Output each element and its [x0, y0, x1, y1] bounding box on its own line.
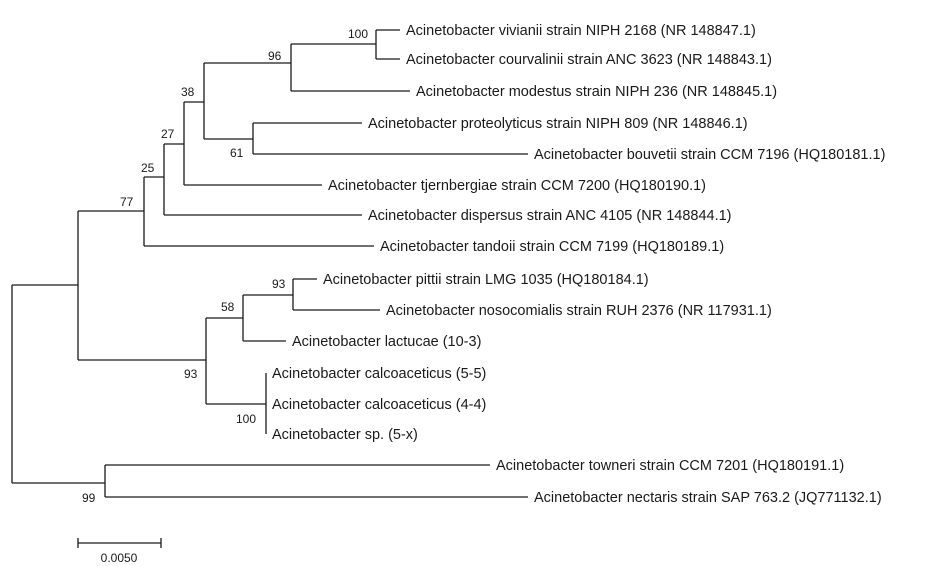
bootstrap-value: 25	[141, 161, 155, 175]
taxon-label: Acinetobacter pittii strain LMG 1035 (HQ…	[323, 272, 649, 288]
taxon-label: Acinetobacter modestus strain NIPH 236 (…	[416, 84, 777, 100]
taxon-label: Acinetobacter proteolyticus strain NIPH …	[368, 116, 748, 132]
taxon-label: Acinetobacter tandoii strain CCM 7199 (H…	[380, 239, 724, 255]
bootstrap-value: 99	[82, 491, 96, 505]
taxon-labels: Acinetobacter vivianii strain NIPH 2168 …	[272, 23, 885, 506]
tree-branches	[11, 29, 528, 498]
taxon-label: Acinetobacter calcoaceticus (5-5)	[272, 366, 486, 382]
taxon-label: Acinetobacter tjernbergiae strain CCM 72…	[328, 178, 706, 194]
taxon-label: Acinetobacter lactucae (10-3)	[292, 334, 481, 350]
bootstrap-value: 93	[184, 367, 198, 381]
bootstrap-value: 100	[348, 27, 368, 41]
bootstrap-value: 100	[236, 412, 256, 426]
bootstrap-value: 77	[120, 195, 134, 209]
taxon-label: Acinetobacter vivianii strain NIPH 2168 …	[406, 23, 756, 39]
taxon-label: Acinetobacter nectaris strain SAP 763.2 …	[534, 490, 882, 506]
taxon-label: Acinetobacter sp. (5-x)	[272, 427, 418, 443]
bootstrap-value: 58	[221, 300, 235, 314]
taxon-label: Acinetobacter calcoaceticus (4-4)	[272, 397, 486, 413]
bootstrap-value: 61	[230, 146, 244, 160]
bootstrap-value: 38	[181, 85, 195, 99]
bootstrap-value: 93	[272, 277, 286, 291]
bootstrap-value: 27	[161, 127, 175, 141]
bootstrap-values: 100 96 38 61 27 25 77 93 58 93 100 99	[82, 27, 368, 505]
taxon-label: Acinetobacter nosocomialis strain RUH 23…	[386, 303, 772, 319]
scale-bar-label: 0.0050	[101, 551, 138, 565]
taxon-label: Acinetobacter courvalinii strain ANC 362…	[406, 52, 772, 68]
scale-bar: 0.0050	[77, 538, 162, 565]
taxon-label: Acinetobacter bouvetii strain CCM 7196 (…	[534, 147, 885, 163]
bootstrap-value: 96	[268, 49, 282, 63]
taxon-label: Acinetobacter towneri strain CCM 7201 (H…	[496, 458, 844, 474]
taxon-label: Acinetobacter dispersus strain ANC 4105 …	[368, 208, 732, 224]
